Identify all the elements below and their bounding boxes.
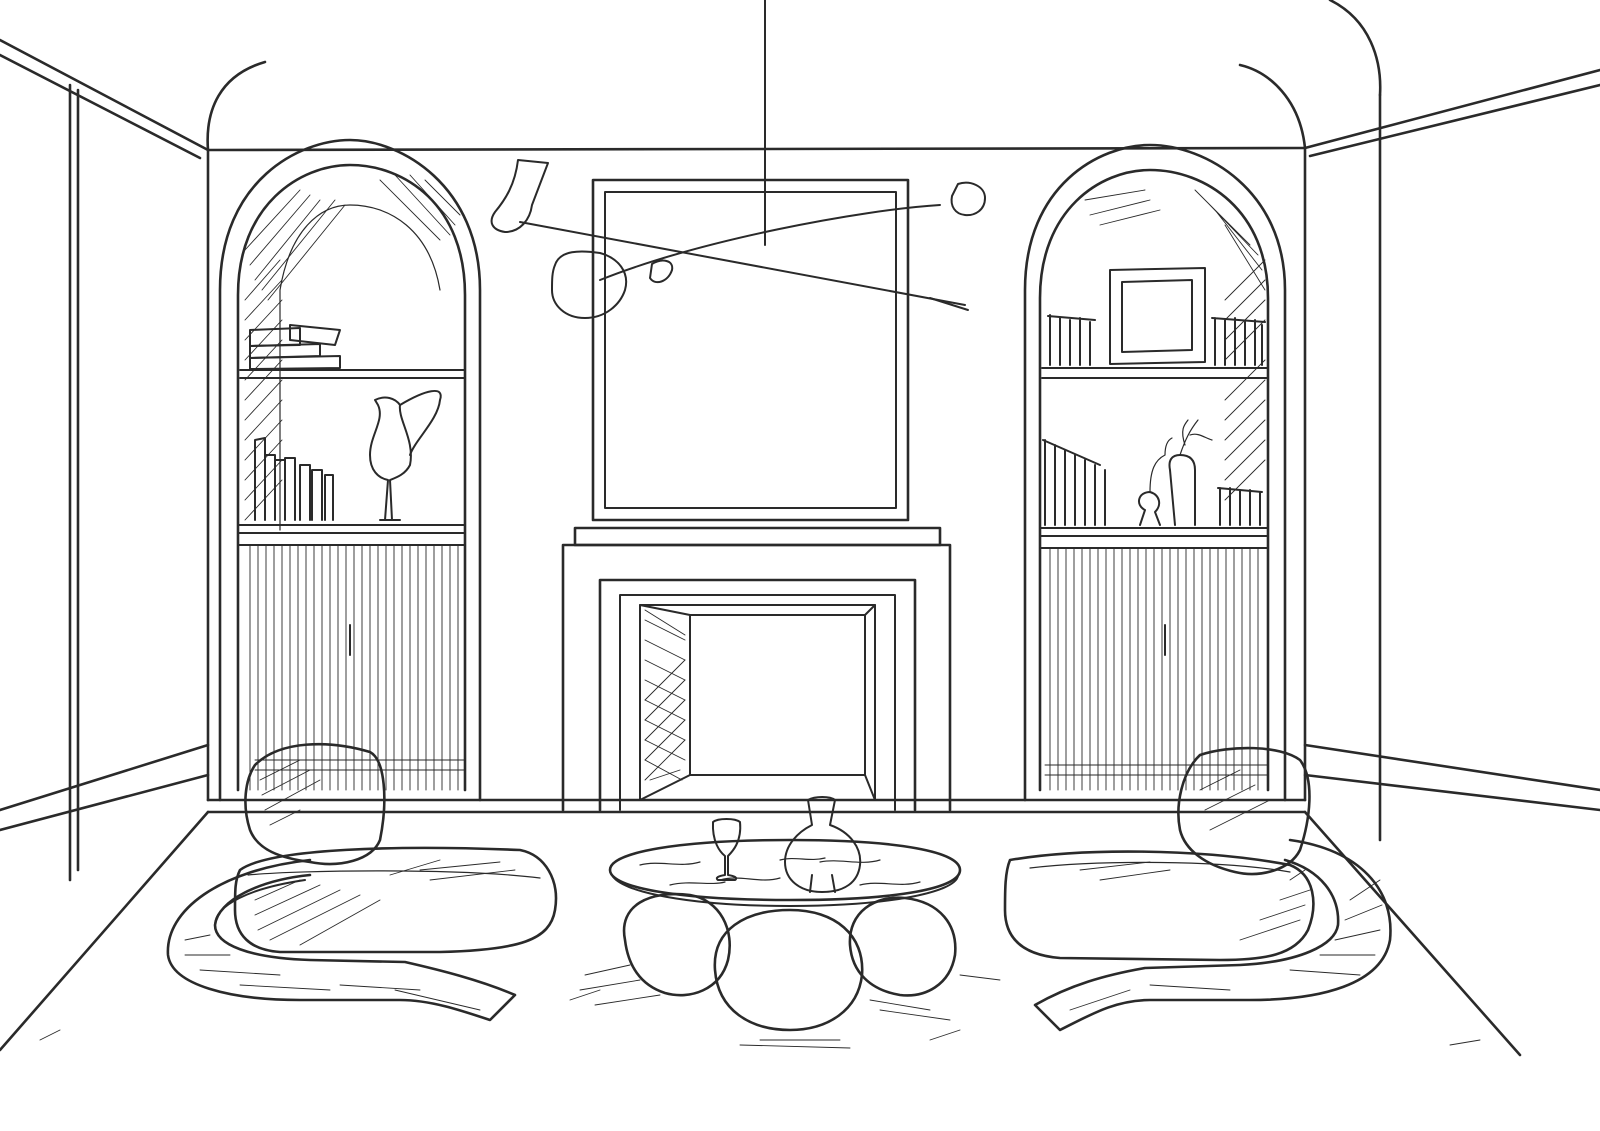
left-chair-back-cushion	[244, 742, 386, 866]
ceiling-arch-left	[206, 60, 267, 152]
right-lower-shelf	[1039, 527, 1269, 537]
mobile-leaf	[649, 259, 674, 284]
fireplace-mantel	[561, 526, 952, 812]
mantel-surround-outer	[561, 543, 952, 812]
room-architecture	[0, 0, 1600, 1057]
right-baseboard-top	[1303, 743, 1600, 792]
right-armchair	[1003, 746, 1392, 1032]
mobile-sphere-small	[950, 181, 986, 217]
picture-frame-icon	[1109, 267, 1206, 365]
left-arch-hatching	[244, 174, 461, 521]
mobile-tip	[929, 297, 969, 311]
right-upper-shelf	[1041, 367, 1269, 379]
mobile-sphere-large	[551, 250, 628, 319]
mobile-arm-cross	[599, 204, 941, 281]
left-fluted-cabinet	[237, 544, 466, 791]
table-sphere-left	[622, 892, 731, 997]
right-fluted-cabinet	[1039, 547, 1269, 791]
right-chair-seat-top	[1029, 861, 1291, 873]
mantel-surround-inner	[619, 594, 896, 811]
left-baseboard-top	[0, 743, 210, 812]
right-arch-outer	[1023, 143, 1287, 802]
left-arch-recess	[279, 204, 441, 531]
left-upright-books	[254, 437, 334, 521]
floor-edge-left	[0, 810, 210, 1052]
table-marble-veins	[639, 857, 921, 886]
left-chair-base-inner	[214, 879, 306, 926]
right-chair-hatching	[1069, 769, 1383, 1011]
left-chair-hatching	[184, 759, 516, 1011]
left-chair-seat-top	[247, 870, 541, 879]
firebox-side-right	[864, 604, 876, 801]
art-panel-outer	[591, 178, 910, 522]
ceiling-ridge-right	[1328, 0, 1382, 97]
right-wall-ceiling-edge-2	[1308, 83, 1600, 158]
left-wall-ceiling-edge-2	[0, 53, 202, 160]
right-upper-books	[1047, 314, 1266, 366]
branch-vases-icon	[1138, 419, 1213, 526]
coffee-table	[579, 796, 1001, 1049]
left-upper-shelf	[239, 369, 466, 379]
mobile-cone-shade	[490, 159, 549, 233]
firebox-hatching	[644, 609, 686, 781]
left-baseboard-bottom	[0, 773, 210, 832]
right-wall-ceiling-edge	[1303, 68, 1600, 150]
table-sphere-right	[848, 896, 957, 997]
mobile-arm-long	[519, 221, 966, 306]
table-shadow-hatching	[579, 964, 1001, 1049]
left-book-stack	[249, 324, 341, 370]
left-wall-ceiling-edge	[0, 38, 210, 152]
right-baseboard-bottom	[1303, 773, 1600, 812]
left-lower-shelf	[237, 524, 466, 534]
goblet-icon	[711, 818, 742, 881]
pitcher-vase-icon	[369, 389, 442, 521]
mantel-surround-mid	[598, 578, 917, 812]
right-chair-seat-cushion	[1003, 850, 1315, 962]
firebox-side-left	[639, 604, 691, 801]
hanging-mobile-icon	[490, 0, 986, 319]
left-arch-inner	[236, 163, 467, 792]
right-lower-books	[1042, 439, 1263, 526]
art-panel-inner	[604, 191, 897, 509]
firebox-opening	[639, 604, 876, 801]
round-vase-icon	[784, 796, 862, 893]
left-arched-bookcase	[218, 138, 482, 802]
wall-art-panel	[591, 178, 910, 522]
right-arch-inner	[1038, 168, 1270, 792]
floor-edge-right	[1303, 810, 1522, 1057]
left-chair-seat-cushion	[233, 846, 558, 954]
ceiling-arch-right	[1238, 63, 1307, 150]
left-arch-outer	[218, 138, 482, 802]
right-arched-bookcase	[1023, 143, 1287, 802]
left-armchair	[166, 742, 558, 1022]
table-top-edge	[611, 874, 959, 907]
right-chair-curved-base	[1033, 838, 1392, 1032]
floor-hatching	[39, 989, 1481, 1046]
right-chair-back-cushion	[1177, 746, 1311, 876]
